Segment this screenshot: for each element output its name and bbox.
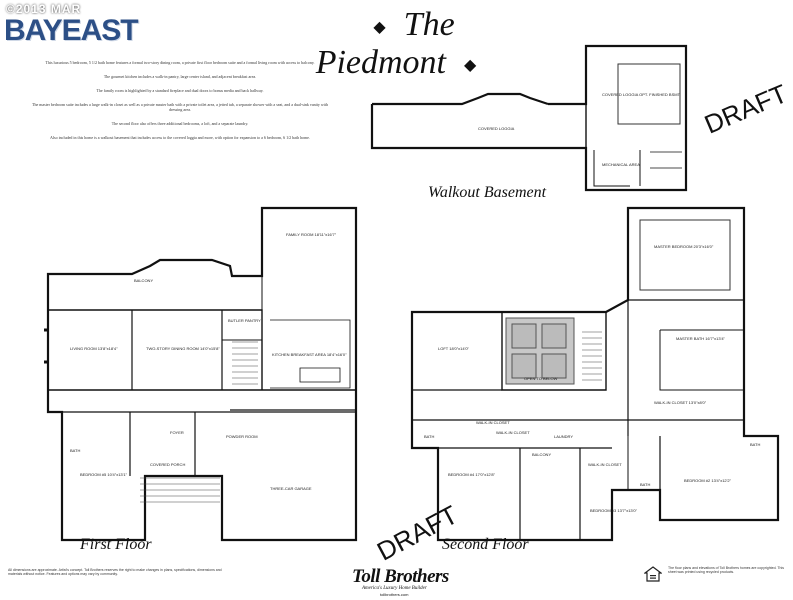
room-label: BEDROOM #4 17'0"x12'8" <box>448 472 496 477</box>
builder-url: tollbrothers.com <box>380 592 409 597</box>
room-label: MASTER BEDROOM 20'3"x16'0" <box>654 244 714 249</box>
builder-logo: Toll Brothers <box>352 566 449 587</box>
room-label: MASTER BATH 16'7"x13'4" <box>676 336 726 341</box>
equal-housing-icon <box>644 566 662 582</box>
basement-plan <box>370 44 688 192</box>
room-label: BUTLER PANTRY <box>228 318 261 323</box>
room-label: BALCONY <box>532 452 551 457</box>
room-label: OPEN TO BELOW <box>524 376 558 381</box>
room-label: BEDROOM #3 13'7"x13'0" <box>590 508 638 513</box>
diamond-icon: ◆ <box>464 57 477 75</box>
room-label: MECHANICAL AREA <box>602 162 640 167</box>
room-label: FOYER <box>170 430 184 435</box>
room-label: KITCHEN BREAKFAST AREA 18'4"x16'0" <box>272 352 347 357</box>
open-to-below-grid <box>505 317 575 385</box>
room-label: WALK-IN CLOSET <box>588 462 622 467</box>
room-label: LAUNDRY <box>554 434 573 439</box>
master-bedroom-outline <box>639 219 731 291</box>
description-paragraph: The second floor also offers three addit… <box>111 121 249 126</box>
description-paragraph: This luxurious 5 bedroom, 5 1/2 bath hom… <box>45 60 315 65</box>
description-paragraph: The master bedroom suite includes a larg… <box>32 102 328 112</box>
caption-basement: Walkout Basement <box>428 184 547 201</box>
plan-description: This luxurious 5 bedroom, 5 1/2 bath hom… <box>30 60 330 149</box>
description-paragraph: The gourmet kitchen includes a walk-in p… <box>103 74 257 79</box>
copyright-text: The floor plans and elevations of Toll B… <box>668 566 785 574</box>
room-label: BATH <box>750 442 760 447</box>
loggia-outline <box>617 63 681 125</box>
caption-second-floor: Second Floor <box>442 536 529 553</box>
room-label: THREE-CAR GARAGE <box>270 486 312 491</box>
watermark-logo: ©2013 MAR BAYEAST <box>4 2 174 47</box>
room-label: WALK-IN CLOSET 13'0"x8'0" <box>654 400 707 405</box>
room-label: WALK-IN CLOSET <box>496 430 530 435</box>
room-label: WALK-IN CLOSET <box>476 420 510 425</box>
room-label: BATH <box>70 448 80 453</box>
room-label: BEDROOM #5 10'4"x13'1" <box>80 472 128 477</box>
room-label: BATH <box>424 434 434 439</box>
room-label: POWDER ROOM <box>226 434 258 439</box>
description-paragraph: The family room is highlighted by a stan… <box>96 88 264 93</box>
builder-tagline: America's Luxury Home Builder <box>362 586 427 591</box>
page-title: ◆The Piedmont◆ <box>270 6 540 82</box>
room-label: BATH <box>640 482 650 487</box>
plan-name: The Piedmont <box>315 6 455 81</box>
description-paragraph: Also included in this home is a walkout … <box>50 135 310 140</box>
second-floor-plan <box>410 206 780 542</box>
room-label: LIVING ROOM 13'8"x18'4" <box>70 346 118 351</box>
room-label: BALCONY <box>134 278 153 283</box>
watermark-brand: BAYEAST <box>4 14 139 47</box>
disclaimer-text: All dimensions are approximate. Artist's… <box>8 568 222 576</box>
watermark-copyright: ©2013 MAR <box>6 2 82 16</box>
room-label: COVERED PORCH <box>150 462 185 467</box>
room-label: FAMILY ROOM 18'11"x16'7" <box>286 232 337 237</box>
room-label: COVERED LOGGIA OPT. FINISHED BSMT <box>602 92 681 97</box>
room-label: TWO-STORY DINING ROOM 14'0"x15'8" <box>146 346 220 351</box>
room-label: LOFT 18'0"x14'0" <box>438 346 470 351</box>
room-label: BEDROOM #2 13'4"x12'2" <box>684 478 732 483</box>
caption-first-floor: First Floor <box>80 536 152 553</box>
room-label: COVERED LOGGIA <box>478 126 515 131</box>
diamond-icon: ◆ <box>373 19 386 37</box>
first-floor-plan <box>44 206 358 542</box>
stairs <box>140 331 602 503</box>
